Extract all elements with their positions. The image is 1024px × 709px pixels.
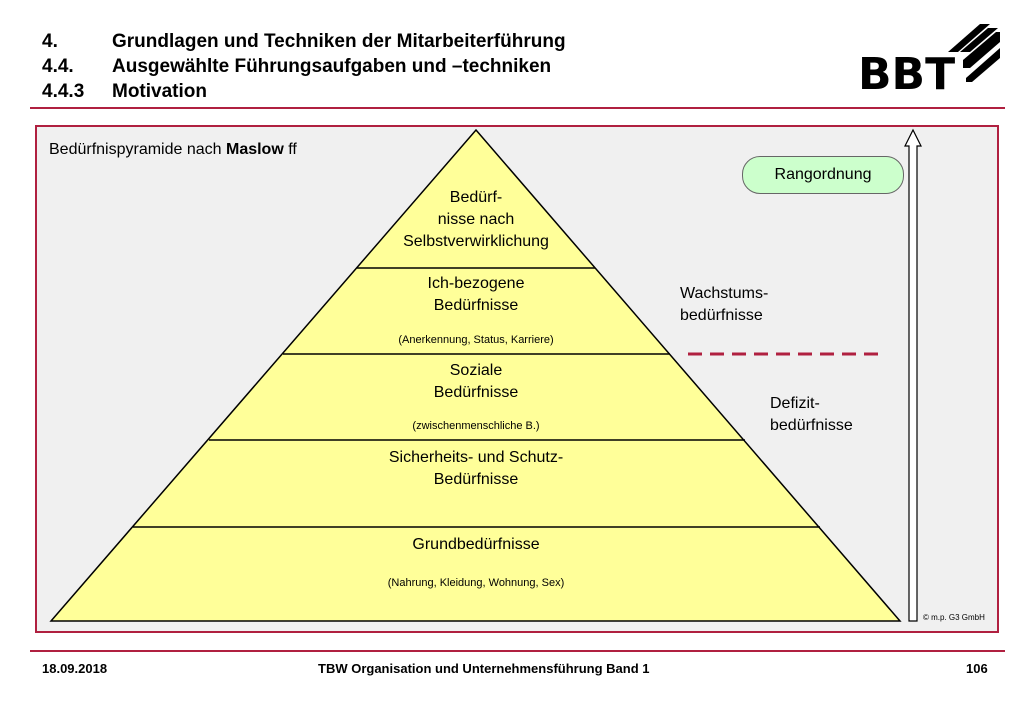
level-basic-note: (Nahrung, Kleidung, Wohnung, Sex) <box>387 577 565 589</box>
level-basic: Grundbedürfnisse <box>412 536 540 553</box>
level-esteem: Ich-bezogene Bedürfnisse <box>427 275 525 314</box>
footer-title: TBW Organisation und Unternehmensführung… <box>318 661 650 676</box>
level-social-note: (zwischenmenschliche B.) <box>412 420 540 432</box>
diagram-title: Bedürfnispyramide nach Maslow ff <box>49 141 297 158</box>
footer-divider <box>30 650 1005 652</box>
pyramid-shape <box>49 128 902 622</box>
rank-badge: Rangordnung <box>742 156 904 194</box>
level-social: Soziale Bedürfnisse <box>433 362 519 401</box>
heading-text: Motivation <box>112 81 207 102</box>
heading-number: 4.4. <box>42 56 74 77</box>
growth-needs-label: Wachstums- bedürfnisse <box>680 285 769 324</box>
heading-text: Ausgewählte Führungsaufgaben und –techni… <box>112 56 552 77</box>
level-esteem-note: (Anerkennung, Status, Karriere) <box>398 334 554 346</box>
copyright-note: © m.p. G3 GmbH <box>923 613 985 622</box>
footer-date: 18.09.2018 <box>42 661 108 676</box>
header-divider <box>30 107 1005 109</box>
logo-text: BBT <box>858 49 955 97</box>
rank-arrow-icon <box>904 128 922 622</box>
level-safety: Sicherheits- und Schutz- Bedürfnisse <box>388 449 564 488</box>
bbt-logo: BBT <box>858 24 1000 97</box>
level-self-actualization: Bedürf- nisse nach Selbstverwirklichung <box>403 189 549 250</box>
heading-number: 4. <box>42 31 58 52</box>
heading-number: 4.4.3 <box>42 81 85 102</box>
footer-page-number: 106 <box>966 661 988 676</box>
deficit-needs-label: Defizit- bedürfnisse <box>770 395 853 434</box>
heading-text: Grundlagen und Techniken der Mitarbeiter… <box>112 31 566 52</box>
